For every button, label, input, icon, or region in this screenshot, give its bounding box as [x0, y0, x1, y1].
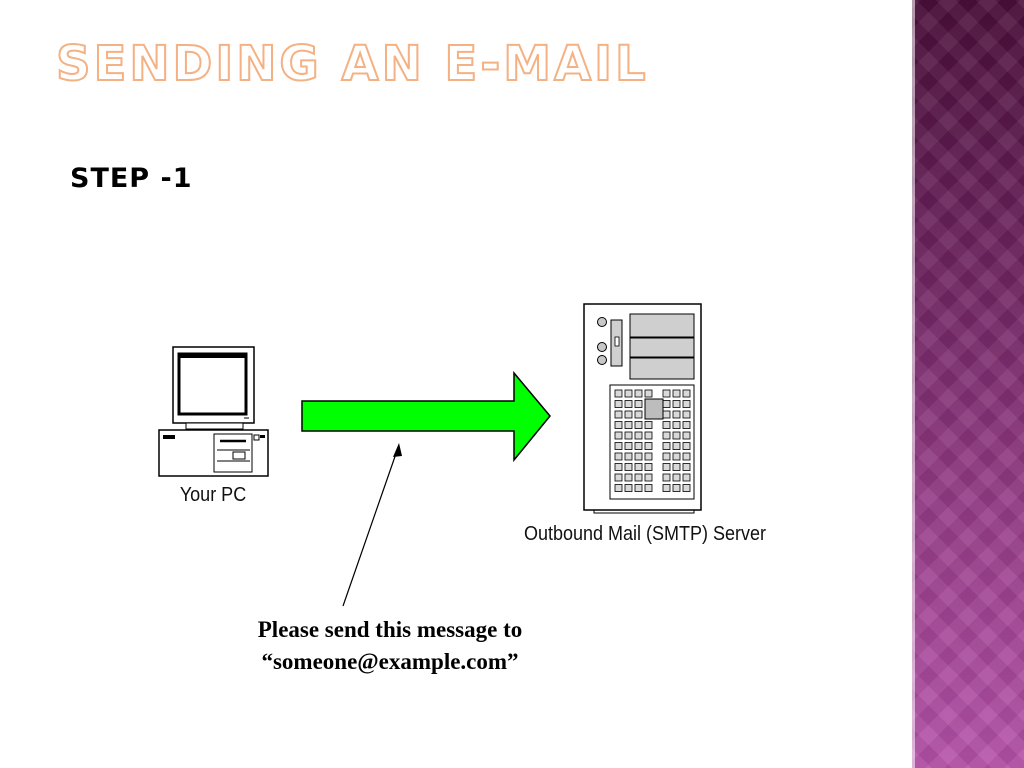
server-vent-cell [672, 463, 681, 471]
server-vent-cell [662, 410, 671, 419]
server-vent-cell [624, 463, 633, 471]
server-vent-cell [614, 389, 623, 398]
server-vent-cell [672, 421, 681, 429]
server-vent-cell [662, 442, 671, 450]
server-vent-cell [672, 431, 681, 440]
server-vent-cell [644, 452, 653, 461]
server-vent-cell [672, 484, 681, 492]
server-vent-cell [682, 452, 691, 461]
server-vent-cell [614, 400, 623, 408]
pc-label: Your PC [179, 484, 247, 506]
server-vent-cell [634, 452, 643, 461]
server-icon [583, 303, 702, 514]
server-vent-cell [624, 421, 633, 429]
server-vent-cell [624, 473, 633, 482]
callout-line-2: “someone@example.com” [261, 649, 519, 674]
server-vent-cell [644, 442, 653, 450]
server-vent-cell [624, 442, 633, 450]
slide-subtitle: STEP -1 [70, 163, 193, 194]
server-vent-cell [682, 410, 691, 419]
server-vent-cell [644, 484, 653, 492]
server-vent-cell [682, 473, 691, 482]
server-vent-cell [662, 421, 671, 429]
computer-icon [158, 346, 269, 477]
server-vent-cell [662, 431, 671, 440]
server-vent-cell [672, 452, 681, 461]
server-vent-cell [662, 484, 671, 492]
server-vent-cell [682, 484, 691, 492]
server-vent-cell [662, 400, 671, 408]
server-vent-cell [614, 442, 623, 450]
server-vent-cell [634, 463, 643, 471]
server-vent-cell [614, 431, 623, 440]
send-arrow [301, 370, 551, 463]
server-vent-cell [614, 421, 623, 429]
server-vent-cell [634, 442, 643, 450]
server-vent-cell [662, 389, 671, 398]
server-vent-cell [644, 389, 653, 398]
server-vent-cell [634, 431, 643, 440]
server-vent-cell [662, 473, 671, 482]
server-vent-cell [624, 389, 633, 398]
server-vent-cell [614, 484, 623, 492]
server-vent-cell [672, 389, 681, 398]
server-vent-cell [634, 410, 643, 419]
server-vent-cell [624, 410, 633, 419]
server-vent-cell [624, 452, 633, 461]
server-vent-cell [624, 431, 633, 440]
server-vent-cell [682, 431, 691, 440]
server-vent-cell [614, 452, 623, 461]
server-vent-cell [682, 400, 691, 408]
server-vent-cell [672, 400, 681, 408]
server-vent-cell [682, 442, 691, 450]
server-vent-cell [644, 473, 653, 482]
server-vent-cell [644, 421, 653, 429]
server-vent-cell [634, 400, 643, 408]
server-vent-cell [662, 452, 671, 461]
server-vent-cell [672, 410, 681, 419]
server-vent-cell [614, 473, 623, 482]
server-vent-cell [672, 442, 681, 450]
server-vent-cell [682, 421, 691, 429]
server-vent-cell [624, 400, 633, 408]
callout-line-1: Please send this message to [257, 617, 523, 642]
callout-pointer-arrowhead [393, 443, 402, 457]
server-vent-cell [624, 484, 633, 492]
server-vent-cell [634, 389, 643, 398]
callout-message: Please send this message to “someone@exa… [180, 614, 600, 678]
server-vent-cell [634, 473, 643, 482]
server-vent-cell [644, 431, 653, 440]
decorative-side-band [912, 0, 1024, 768]
server-vent-cell [682, 389, 691, 398]
server-vent-cell [672, 473, 681, 482]
server-vent-cell [644, 463, 653, 471]
server-vent-cell [634, 421, 643, 429]
slide-title: SENDING AN E-MAIL [55, 36, 649, 92]
server-vent-cell [614, 410, 623, 419]
server-vent-cell [634, 484, 643, 492]
server-label: Outbound Mail (SMTP) Server [523, 523, 767, 545]
server-vent-cell [682, 463, 691, 471]
server-vent-cell [614, 463, 623, 471]
callout-pointer-line [342, 444, 400, 607]
server-vent-cell [662, 463, 671, 471]
